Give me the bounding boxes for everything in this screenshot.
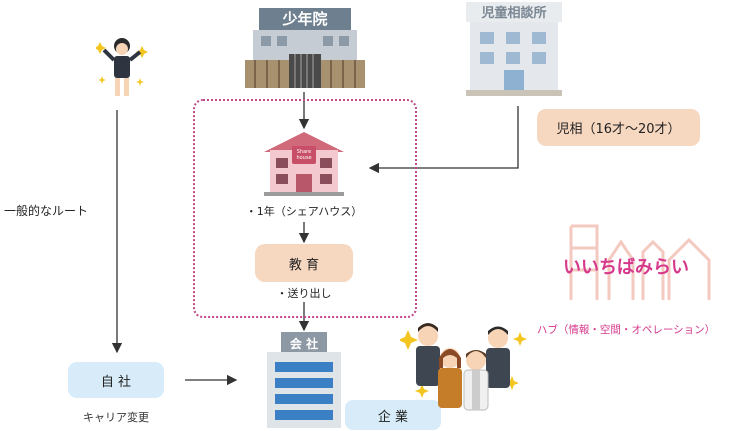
career-change-label: キャリア変更 <box>83 411 149 424</box>
arrow-guidance-to-sharehouse <box>368 106 519 174</box>
education-box: 教 育 <box>255 244 353 282</box>
brand-logo-graphic <box>569 224 711 300</box>
juvenile-school-sign: 少年院 <box>282 9 328 28</box>
enterprise-box: 企 業 <box>345 400 441 430</box>
share-house-sign: Share house <box>296 149 312 161</box>
program-frame <box>193 99 417 318</box>
send-off-label: ・送り出し <box>276 287 332 300</box>
share-house-year-label: ・1年（シェアハウス） <box>245 205 363 218</box>
company-sign: 会 社 <box>289 336 319 351</box>
child-guidance-sign: 児童相談所 <box>481 5 547 21</box>
brand-hub-caption: ハブ（情報・空間・オペレーション） <box>536 323 716 336</box>
company-illustration <box>267 332 341 428</box>
own-company-box: 自 社 <box>68 362 164 398</box>
share-house-illustration <box>264 132 344 196</box>
general-route-label: 一般的なルート <box>4 203 89 218</box>
brand-name: いいちばみらい <box>563 257 689 278</box>
child-guidance-age-box: 児相（16才〜20才） <box>537 109 700 146</box>
juvenile-school-illustration <box>245 8 365 88</box>
business-people-illustration <box>400 323 527 411</box>
child-guidance-illustration <box>466 2 562 96</box>
businesswoman-illustration <box>96 38 148 96</box>
